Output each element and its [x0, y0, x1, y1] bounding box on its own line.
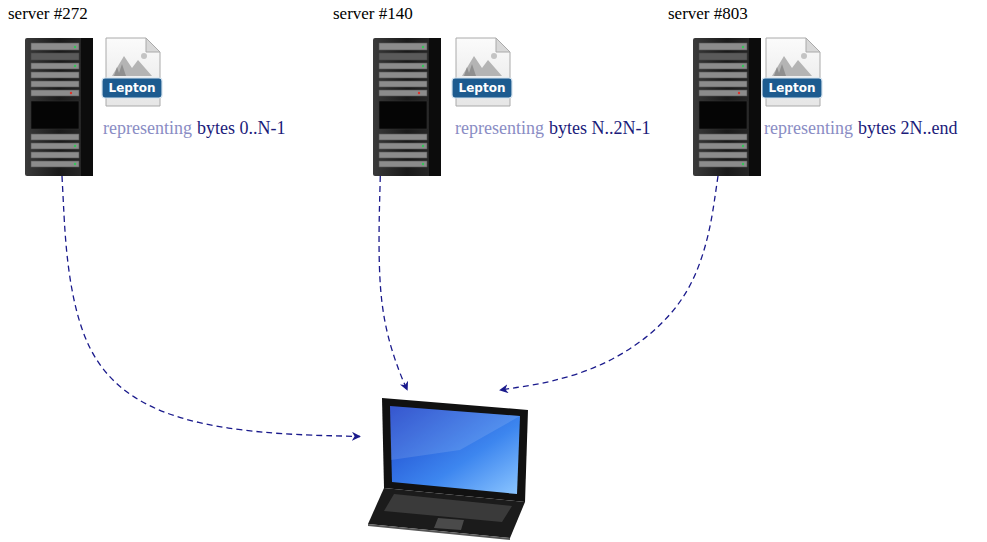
server-tower — [25, 38, 93, 176]
server-tower — [693, 38, 761, 176]
server-illustration — [8, 4, 108, 176]
file-illustration — [100, 36, 166, 108]
server-node: server #803 — [668, 4, 768, 176]
label-row: representingbytes N..2N-1 — [455, 117, 650, 139]
server-node: server #140 — [333, 4, 443, 176]
label-row: representingbytes 0..N-1 — [103, 117, 285, 139]
file-badge-text: Lepton — [452, 78, 512, 98]
laptop-illustration — [360, 390, 535, 540]
laptop-illustration — [368, 398, 528, 540]
server-illustration — [668, 4, 768, 176]
byte-range: bytes 2N..end — [858, 117, 957, 139]
lepton-file-icon: Lepton — [760, 36, 826, 108]
server-name: server #140 — [333, 4, 413, 24]
data-flow-arrow — [62, 176, 360, 437]
caption-prefix: representing — [455, 117, 544, 139]
data-flow-arrow — [379, 176, 407, 390]
file-illustration — [760, 36, 826, 108]
file-icon — [452, 38, 512, 106]
server-node: server #272 — [8, 4, 108, 176]
data-flow-arrow — [500, 176, 718, 390]
file-icon — [102, 38, 162, 106]
server-name: server #803 — [668, 4, 748, 24]
file-badge-text: Lepton — [102, 78, 162, 98]
lepton-file-icon: Lepton — [100, 36, 166, 108]
file-illustration — [450, 36, 516, 108]
file-icon — [762, 38, 822, 106]
laptop-node — [360, 390, 535, 540]
caption-prefix: representing — [764, 117, 853, 139]
lepton-file-icon: Lepton — [450, 36, 516, 108]
caption-prefix: representing — [103, 117, 192, 139]
file-badge-text: Lepton — [762, 78, 822, 98]
byte-range: bytes 0..N-1 — [197, 117, 286, 139]
server-name: server #272 — [8, 4, 88, 24]
server-illustration — [333, 4, 443, 176]
label-row: representingbytes 2N..end — [764, 117, 957, 139]
byte-range: bytes N..2N-1 — [549, 117, 651, 139]
server-tower — [373, 38, 441, 176]
